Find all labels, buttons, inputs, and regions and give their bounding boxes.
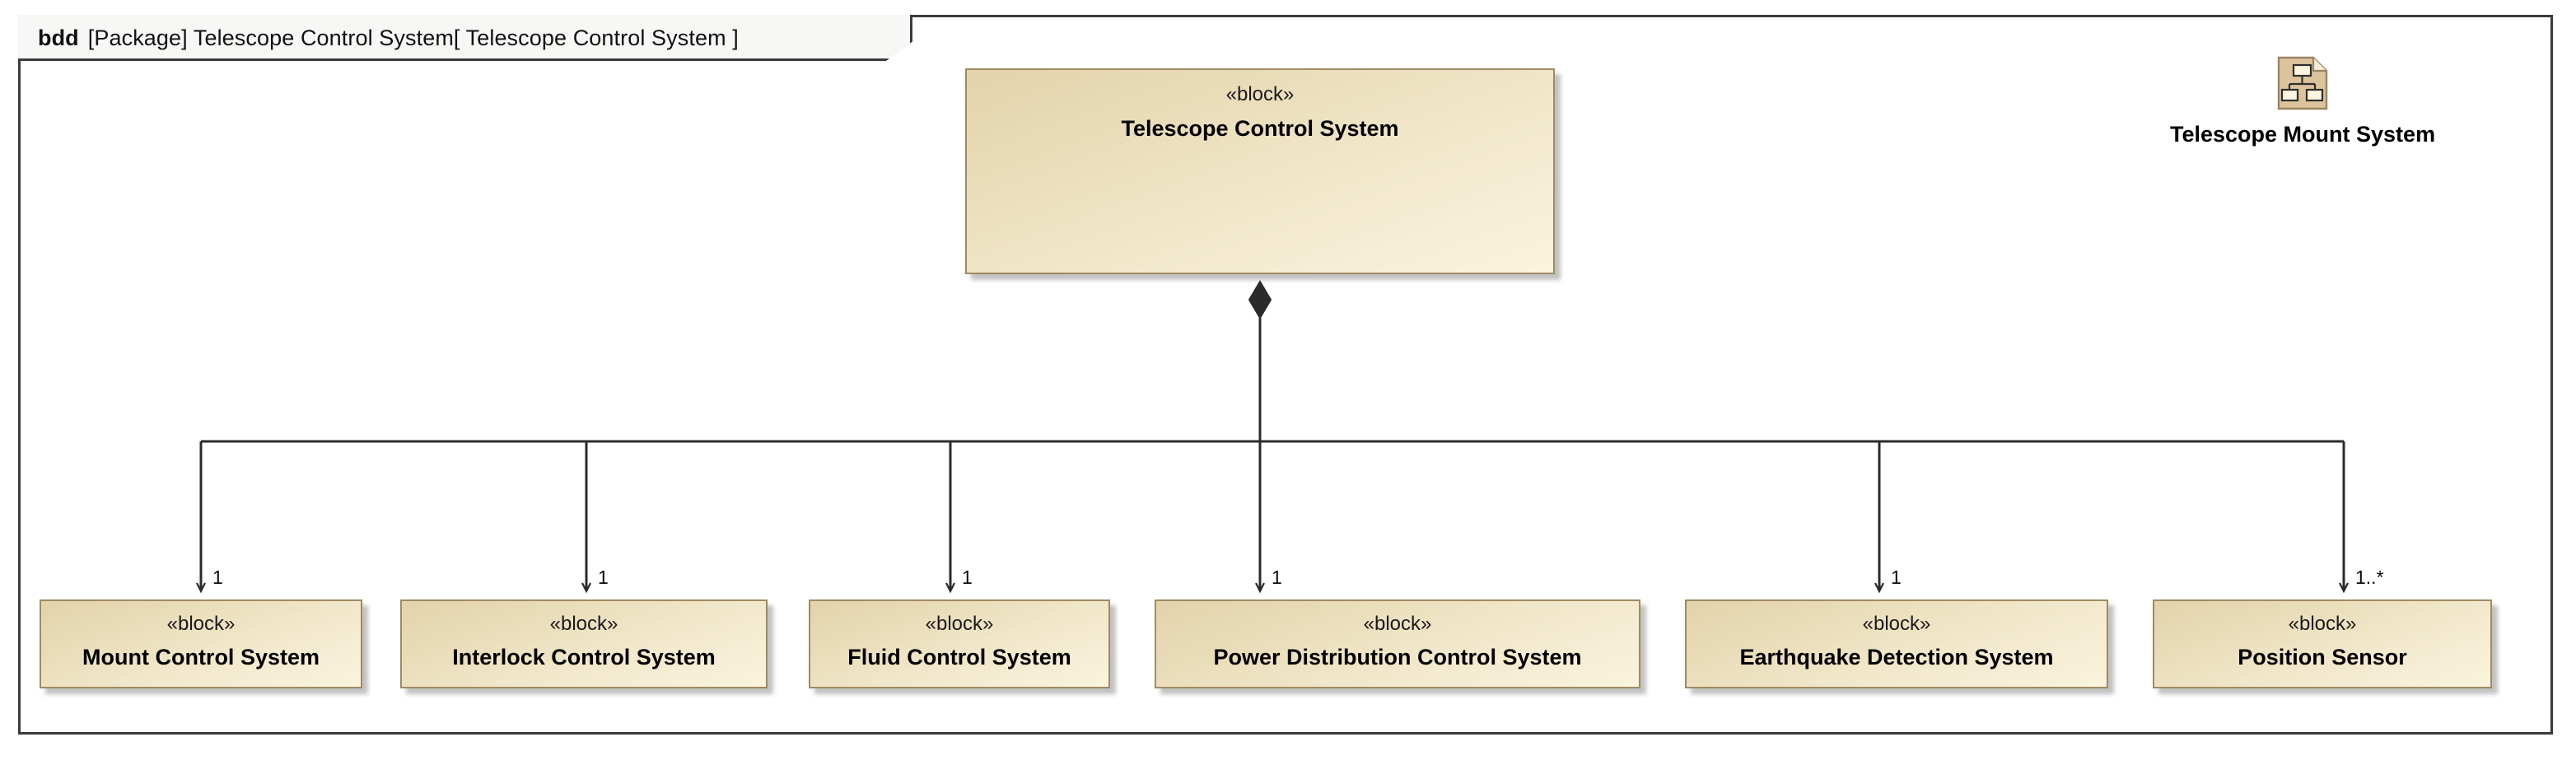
package-node-telescope-mount-system[interactable]: Telescope Mount System [2170, 56, 2435, 147]
multiplicity-label-5: 1 [1891, 567, 1902, 588]
block-name: Fluid Control System [847, 645, 1071, 669]
diagram-kind-label: bdd [38, 25, 79, 50]
block-name: Interlock Control System [452, 645, 716, 669]
block-stereotype: «block» [1225, 83, 1295, 105]
diagram-title-label: [Package] Telescope Control System[ Tele… [87, 25, 739, 50]
block-interlock-control-system[interactable]: «block» Interlock Control System [400, 599, 768, 688]
block-mount-control-system[interactable]: «block» Mount Control System [40, 599, 362, 688]
block-stereotype: «block» [1862, 613, 1931, 635]
multiplicity-label-1: 1 [212, 567, 223, 588]
block-fluid-control-system[interactable]: «block» Fluid Control System [809, 599, 1110, 688]
block-stereotype: «block» [549, 613, 618, 635]
block-stereotype: «block» [166, 613, 236, 635]
multiplicity-label-3: 1 [962, 567, 973, 588]
diagram-tree-icon [2277, 56, 2328, 110]
block-telescope-control-system[interactable]: «block» Telescope Control System [965, 68, 1555, 274]
multiplicity-label-6: 1..* [2355, 567, 2384, 588]
block-position-sensor[interactable]: «block» Position Sensor [2153, 599, 2492, 688]
diagram-header-label: bdd [Package] Telescope Control System[ … [18, 15, 760, 61]
block-name: Power Distribution Control System [1213, 645, 1582, 669]
block-name: Position Sensor [2238, 645, 2407, 669]
block-earthquake-detection-system[interactable]: «block» Earthquake Detection System [1685, 599, 2108, 688]
block-name: Earthquake Detection System [1739, 645, 2054, 669]
package-node-label: Telescope Mount System [2170, 122, 2436, 147]
multiplicity-label-2: 1 [598, 567, 609, 588]
block-name: Mount Control System [82, 645, 320, 669]
block-name: Telescope Control System [1121, 116, 1399, 141]
block-stereotype: «block» [925, 613, 994, 635]
multiplicity-label-4: 1 [1272, 567, 1282, 588]
block-stereotype: «block» [1363, 613, 1432, 635]
block-power-distribution-control-system[interactable]: «block» Power Distribution Control Syste… [1155, 599, 1640, 688]
diagram-header-tab [18, 15, 912, 61]
block-stereotype: «block» [2288, 613, 2357, 635]
